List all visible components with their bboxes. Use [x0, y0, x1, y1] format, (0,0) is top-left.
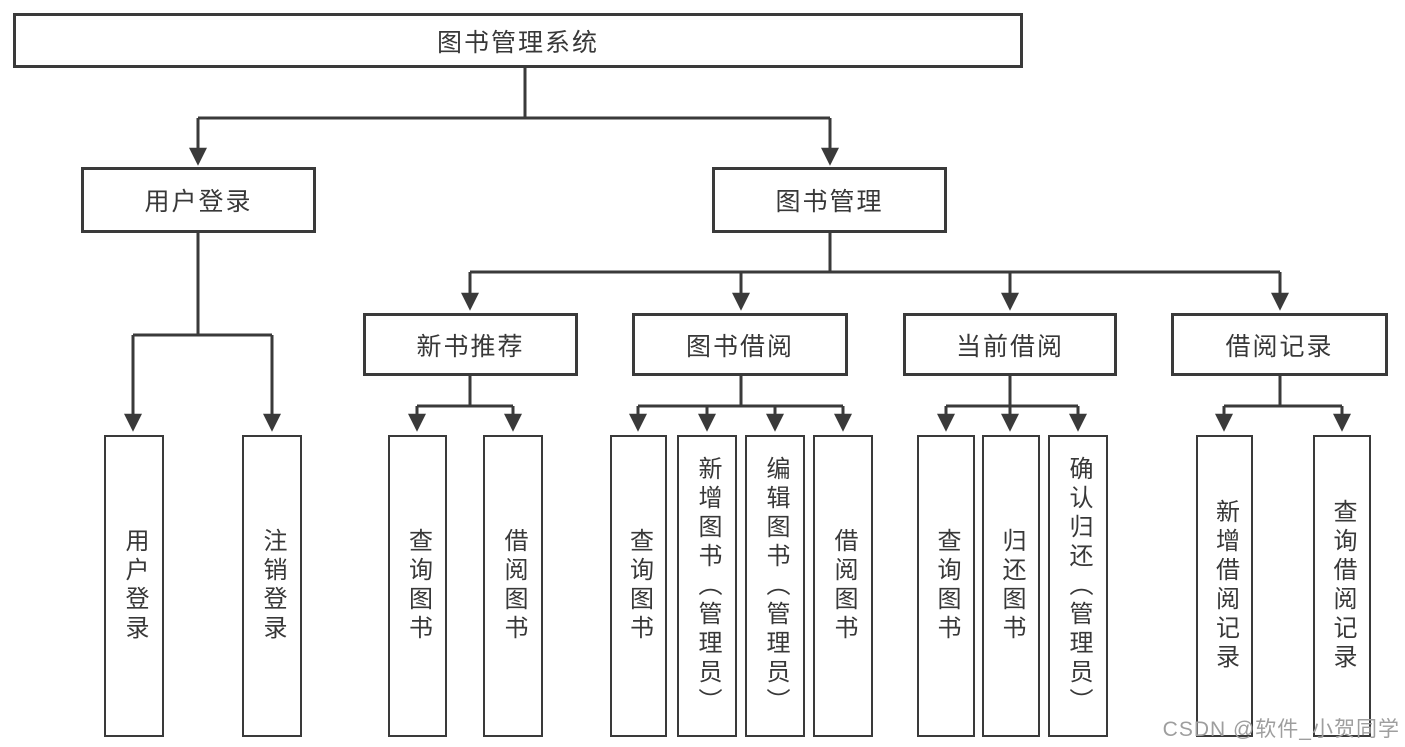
leaf-borrow-books: 借阅图书	[813, 435, 873, 737]
node-label: 图书借阅	[685, 332, 794, 361]
leaf-label: 查询图书	[933, 528, 960, 644]
leaf-add-book-admin: 新增图书（管理员）	[677, 435, 737, 737]
leaf-label: 查询图书	[404, 528, 432, 644]
node-new-book-recommend: 新书推荐	[363, 313, 578, 376]
leaf-label: 编辑图书（管理员）	[762, 455, 789, 717]
leaf-label: 新增借阅记录	[1211, 499, 1239, 673]
node-library-system: 图书管理系统	[13, 13, 1023, 68]
node-label: 图书管理	[775, 188, 884, 216]
leaf-logout: 注销登录	[242, 435, 302, 737]
leaf-query-books-borrow: 查询图书	[610, 435, 667, 737]
node-borrow-records: 借阅记录	[1171, 313, 1388, 376]
leaf-add-borrow-record: 新增借阅记录	[1196, 435, 1253, 737]
node-label: 借阅记录	[1225, 332, 1334, 361]
leaf-user-login: 用户登录	[104, 435, 164, 737]
node-label: 当前借阅	[955, 332, 1064, 361]
leaf-label: 查询图书	[625, 528, 653, 644]
leaf-label: 新增图书（管理员）	[694, 455, 721, 717]
leaf-label: 借阅图书	[500, 528, 527, 644]
leaf-borrow-books-recommend: 借阅图书	[483, 435, 543, 737]
leaf-confirm-return-admin: 确认归还（管理员）	[1048, 435, 1108, 737]
leaf-query-borrow-record: 查询借阅记录	[1313, 435, 1371, 737]
node-label: 图书管理系统	[436, 28, 599, 57]
leaf-label: 用户登录	[121, 528, 148, 644]
leaf-label: 归还图书	[998, 528, 1025, 644]
leaf-label: 确认归还（管理员）	[1065, 455, 1092, 717]
node-label: 用户登录	[144, 188, 253, 216]
leaf-label: 查询借阅记录	[1329, 499, 1356, 673]
leaf-query-books-recommend: 查询图书	[388, 435, 447, 737]
node-user-login: 用户登录	[81, 167, 316, 233]
leaf-label: 借阅图书	[830, 528, 857, 644]
node-current-borrow: 当前借阅	[903, 313, 1117, 376]
leaf-query-books-current: 查询图书	[917, 435, 975, 737]
node-book-management: 图书管理	[712, 167, 947, 233]
leaf-return-book: 归还图书	[982, 435, 1040, 737]
leaf-label: 注销登录	[259, 528, 286, 644]
node-book-borrow: 图书借阅	[632, 313, 848, 376]
leaf-edit-book-admin: 编辑图书（管理员）	[745, 435, 805, 737]
node-label: 新书推荐	[416, 332, 525, 361]
